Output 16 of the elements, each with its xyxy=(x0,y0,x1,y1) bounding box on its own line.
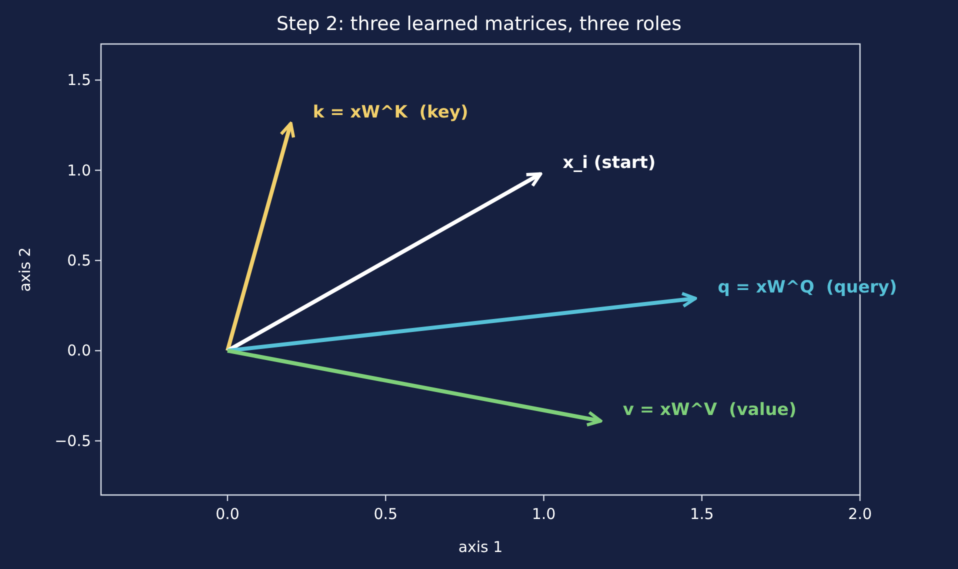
vector-label: k = xW^K (key) xyxy=(312,102,468,123)
tick-label: 0.5 xyxy=(374,505,398,523)
tick-label: 1.5 xyxy=(690,505,714,523)
tick-label: 0.0 xyxy=(67,342,91,360)
axis-label: axis 1 xyxy=(458,538,503,556)
tick-label: 1.5 xyxy=(67,71,91,90)
tick-label: 2.0 xyxy=(848,505,872,523)
vector-label: v = xW^V (value) xyxy=(622,400,796,420)
tick-label: −0.5 xyxy=(54,432,91,450)
tick-label: 1.0 xyxy=(532,505,556,523)
tick-label: 1.0 xyxy=(67,161,91,180)
chart-title: Step 2: three learned matrices, three roles xyxy=(276,13,682,35)
vector-label: x_i (start) xyxy=(562,153,656,174)
axis-label: axis 2 xyxy=(16,247,34,292)
tick-label: 0.0 xyxy=(216,505,240,523)
tick-label: 0.5 xyxy=(67,251,91,270)
